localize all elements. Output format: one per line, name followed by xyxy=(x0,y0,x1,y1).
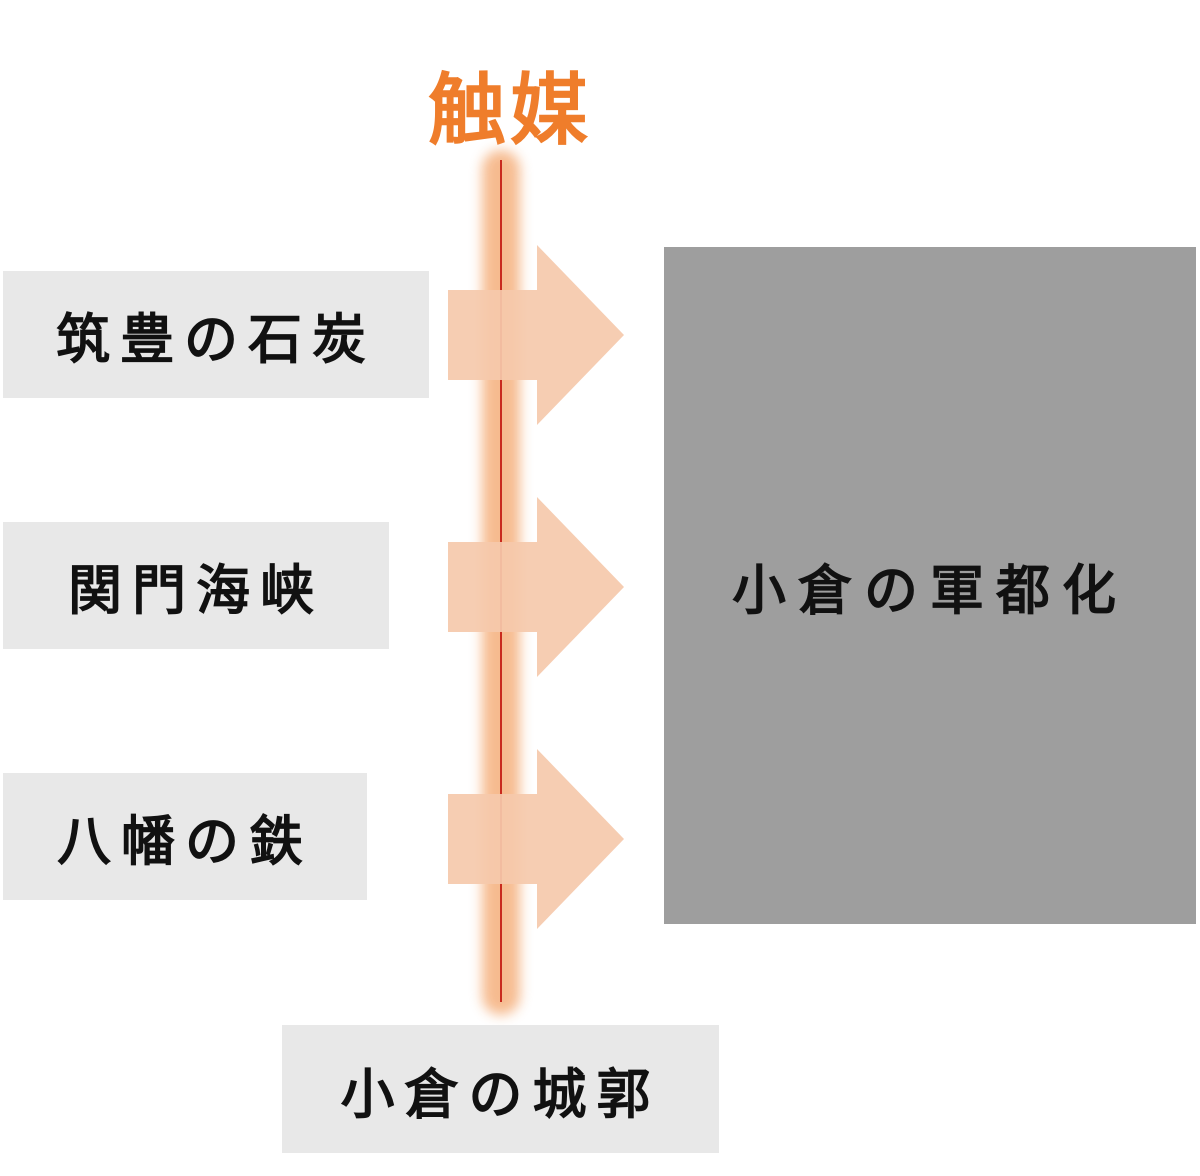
arrow-coal-to-result xyxy=(448,245,624,425)
input-label-coal: 筑豊の石炭 xyxy=(56,308,376,371)
input-label-iron: 八幡の鉄 xyxy=(57,810,313,873)
catalyst-title: 触媒 xyxy=(427,66,592,156)
input-box-coal: 筑豊の石炭 xyxy=(3,271,429,398)
arrow-strait-to-result xyxy=(448,497,624,677)
result-box: 小倉の軍都化 xyxy=(664,247,1196,924)
result-label: 小倉の軍都化 xyxy=(732,559,1128,622)
input-box-strait: 関門海峡 xyxy=(3,522,389,649)
input-box-iron: 八幡の鉄 xyxy=(3,773,367,900)
arrow-iron-to-result xyxy=(448,749,624,929)
input-label-strait: 関門海峡 xyxy=(68,559,324,622)
base-label-castle: 小倉の城郭 xyxy=(340,1062,661,1126)
base-box-castle: 小倉の城郭 xyxy=(282,1025,719,1153)
